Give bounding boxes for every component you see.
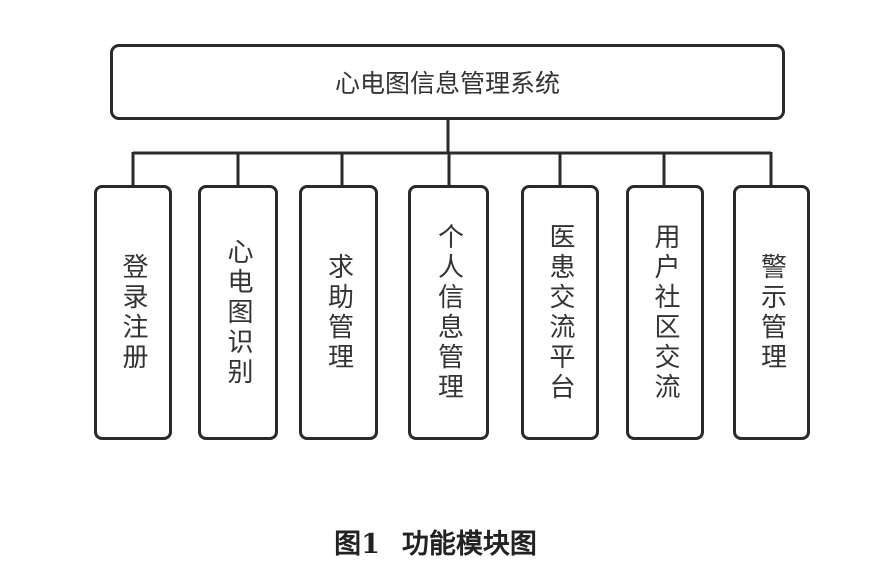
module-node-user-community: 用户社区交流 [626, 185, 704, 440]
module-node-ecg-recognition: 心电图识别 [198, 185, 278, 440]
module-label: 医患交流平台 [545, 222, 575, 403]
figure-title: 功能模块图 [401, 529, 537, 560]
module-node-login-register: 登录注册 [94, 185, 172, 440]
module-label: 用户社区交流 [650, 222, 680, 403]
module-label: 个人信息管理 [433, 222, 464, 403]
module-node-personal-info: 个人信息管理 [408, 185, 489, 440]
module-label: 求助管理 [323, 252, 354, 373]
figure-number: 图1 [334, 529, 380, 560]
module-node-warning-management: 警示管理 [733, 185, 810, 440]
root-node-label: 心电图信息管理系统 [334, 69, 560, 98]
module-label: 心电图识别 [223, 237, 253, 388]
figure-caption: 图1 功能模块图 [0, 522, 871, 561]
root-node: 心电图信息管理系统 [110, 44, 785, 120]
module-node-help-management: 求助管理 [299, 185, 378, 440]
module-node-doctor-patient-platform: 医患交流平台 [521, 185, 599, 440]
module-label: 登录注册 [118, 252, 148, 373]
module-label: 警示管理 [756, 252, 787, 373]
